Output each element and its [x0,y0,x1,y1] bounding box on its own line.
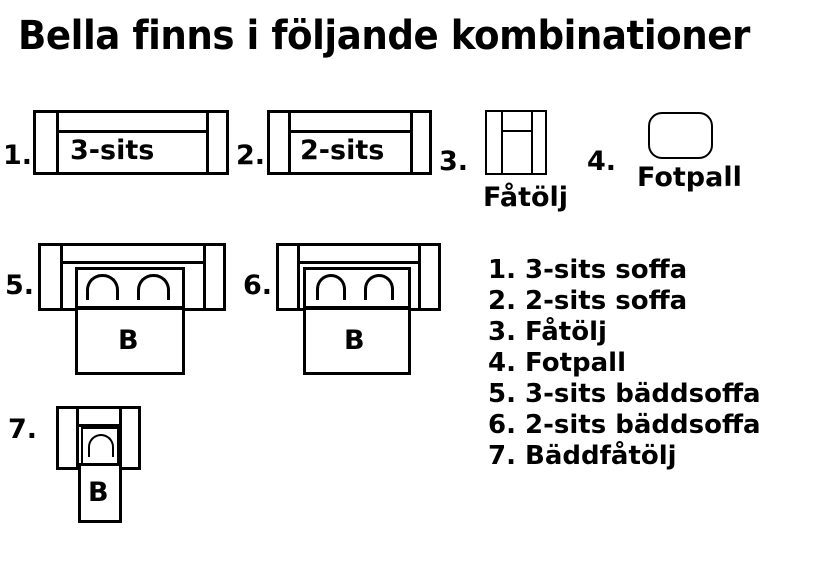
legend-item: 3. Fåtölj [488,317,607,347]
chairbed-pillow [88,434,114,457]
figure-1-inner-label: 3-sits [70,135,155,166]
sofabed3-backrest-line [60,261,206,264]
sofabed2-left-armrest-line [297,243,300,311]
figure-2-inner-label: 2-sits [300,135,385,166]
sofa2-outer-frame [267,110,432,175]
sofabed3-pillow-right [137,274,170,300]
legend-item: 2. 2-sits soffa [488,286,688,316]
legend-item: 5. 3-sits bäddsoffa [488,379,761,409]
legend-item: 7. Bäddfåtölj [488,441,677,471]
sofa-left-armrest-line [56,110,59,175]
sofabed3-left-armrest-line [60,243,63,311]
chairbed-right-armrest-line [119,406,122,470]
legend-item: 4. Fotpall [488,348,626,378]
legend-list: 1. 3-sits soffa 2. 2-sits soffa 3. Fåtöl… [488,255,761,472]
sofabed3-pillow-left [86,274,119,300]
armchair-left-armrest-line [501,110,503,175]
sofabed2-right-armrest-line [418,243,421,311]
sofa2-right-armrest-line [410,110,413,175]
sofa-outer-frame [33,110,229,175]
sofabed2-pillow-left [316,274,346,300]
armchair-outer-frame [485,110,547,175]
figure-4-caption: Fotpall [637,162,742,193]
figure-number-7: 7. [8,414,38,445]
armchair-right-armrest-line [531,110,533,175]
sofabed2-backrest-line [297,261,421,264]
page-title: Bella finns i följande kombinationer [18,13,750,59]
figure-number-6: 6. [243,270,273,301]
sofabed2-pillow-right [364,274,394,300]
figure-number-3: 3. [439,146,469,177]
legend-item: 6. 2-sits bäddsoffa [488,410,761,440]
sofabed3-mattress [75,307,185,375]
chairbed-mattress [78,463,122,523]
figure-3-caption: Fåtölj [483,182,569,213]
armchair-backrest-line [501,130,532,132]
sofa2-backrest-line [288,130,413,133]
figure-number-4: 4. [587,146,617,177]
figure-6-inner-label: B [344,325,365,356]
figure-footstool [648,112,713,159]
figure-7-inner-label: B [88,477,109,508]
sofa-backrest-line [56,130,209,133]
sofa2-left-armrest-line [288,110,291,175]
chairbed-backrest-line [76,424,122,427]
figure-5-inner-label: B [118,325,139,356]
sofabed2-mattress [303,307,411,375]
figure-number-2: 2. [236,140,266,171]
sofa-right-armrest-line [206,110,209,175]
legend-item: 1. 3-sits soffa [488,255,688,285]
figure-number-1: 1. [3,140,33,171]
figure-number-5: 5. [5,270,35,301]
chairbed-left-armrest-line [76,406,79,470]
sofabed3-right-armrest-line [203,243,206,311]
